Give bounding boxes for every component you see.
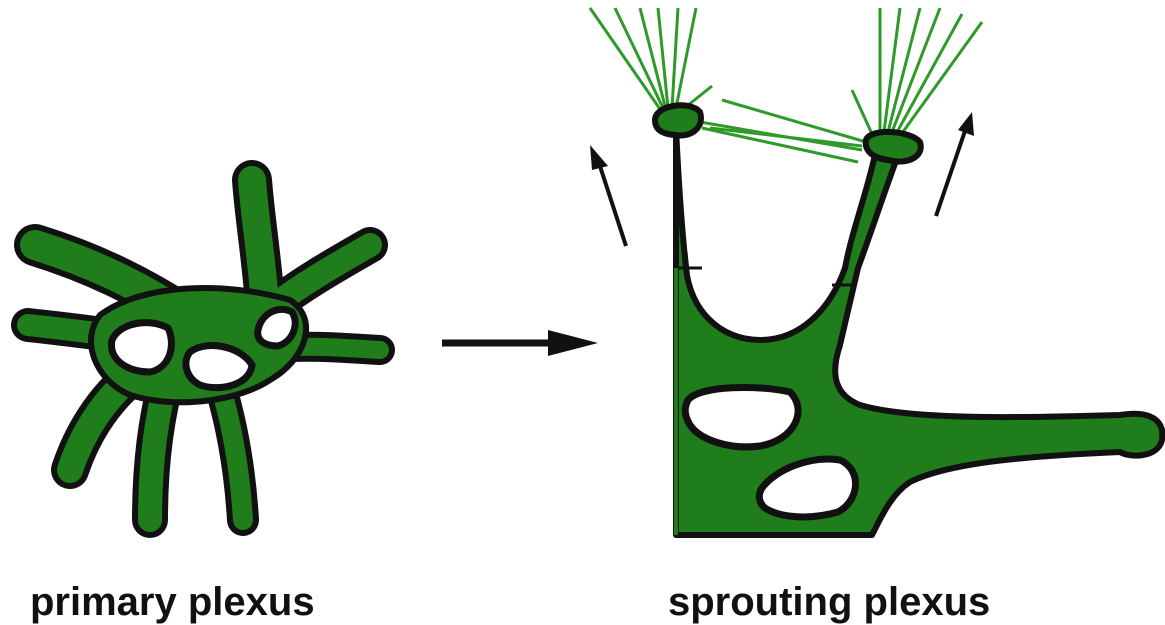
primary-hole-1 <box>111 323 171 372</box>
primary-plexus-label: primary plexus <box>30 582 315 622</box>
growth-arrow-right <box>936 112 974 216</box>
sprouting-plexus-label: sprouting plexus <box>668 582 990 622</box>
primary-hole-2 <box>186 346 252 388</box>
stalk-divider-left-b <box>686 252 688 272</box>
sprouting-plexus <box>590 8 1162 535</box>
transition-arrow <box>442 330 598 356</box>
filopodia-left <box>590 8 862 162</box>
primary-plexus <box>28 180 380 520</box>
filopodia-right <box>710 8 982 146</box>
growth-arrow-left <box>590 145 626 246</box>
sprouting-plexus-body <box>676 128 1162 535</box>
tip-cell-right <box>866 132 921 162</box>
tip-cell-left <box>655 105 701 135</box>
sprouting-hole-1 <box>685 387 798 446</box>
primary-hole-3 <box>258 309 295 346</box>
